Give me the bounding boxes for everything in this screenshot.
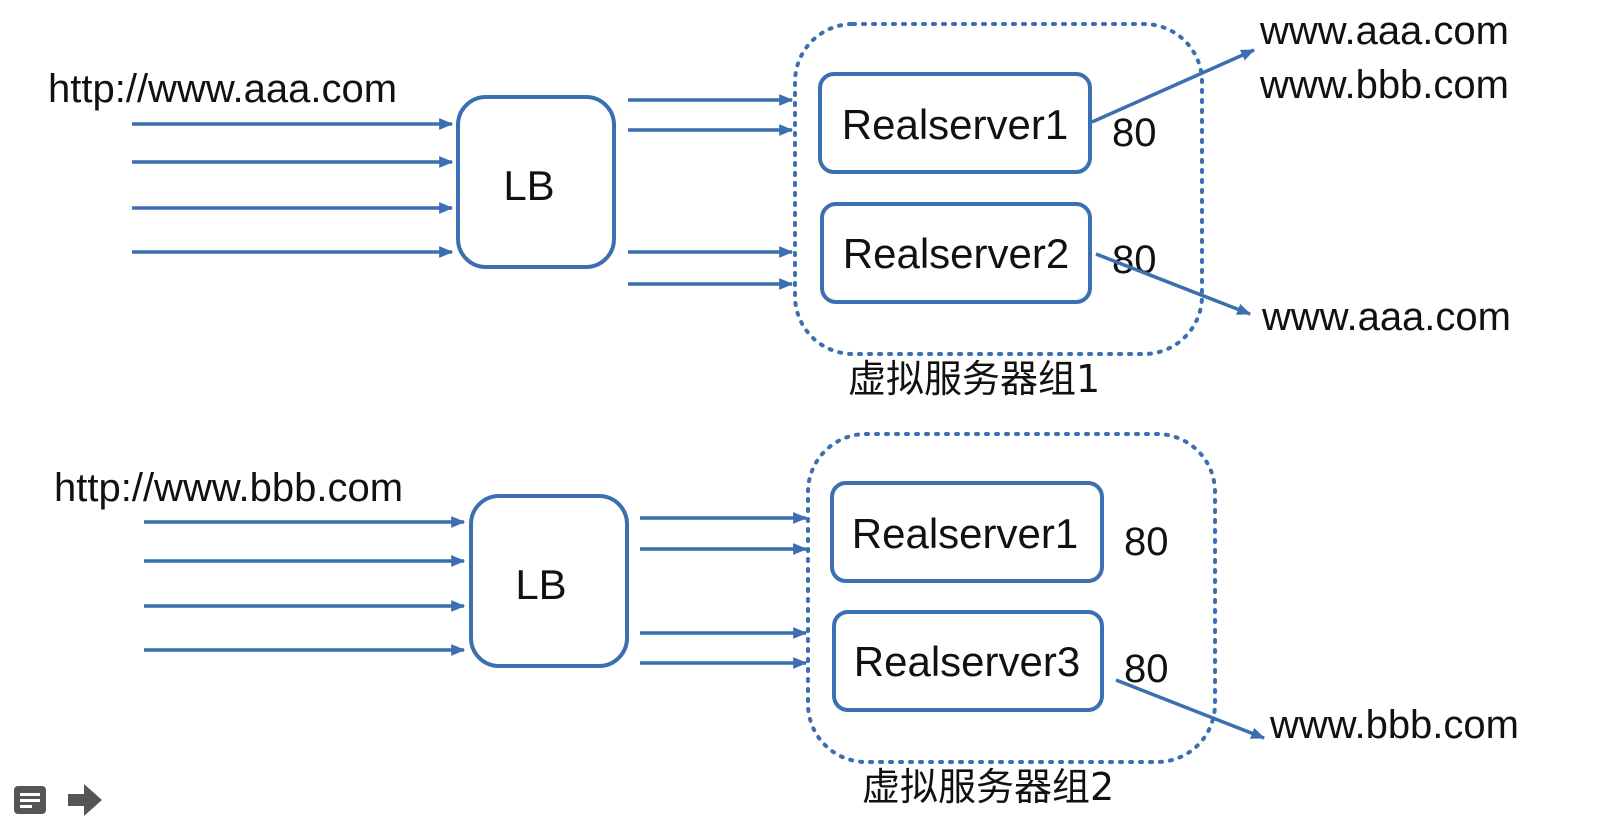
arrow-right-icon[interactable] [68, 784, 102, 816]
bottom-group-label: 虚拟服务器组2 [862, 765, 1114, 809]
bottom-lb-box [469, 494, 629, 668]
bottom-lb-to-server-arrows [640, 512, 808, 669]
top-realserver2-box [820, 202, 1092, 304]
top-request-url: http://www.aaa.com [48, 67, 397, 111]
bottom-lb-label: LB [515, 561, 566, 608]
top-realserver1-box [818, 72, 1092, 174]
bottom-realserver1-port: 80 [1124, 520, 1169, 564]
bottom-realserver3-label: Realserver3 [854, 638, 1080, 685]
top-incoming-arrows [132, 118, 454, 258]
top-section: http://www.aaa.com LB Realserver1 80 Rea… [48, 9, 1511, 401]
bottom-realserver1-box [830, 481, 1104, 583]
bottom-realserver3-port: 80 [1124, 647, 1169, 691]
top-lb-label: LB [503, 162, 554, 209]
top-server2-site-1: www.aaa.com [1261, 295, 1511, 339]
bottom-incoming-arrows [144, 516, 466, 656]
top-realserver1-port: 80 [1112, 111, 1157, 155]
top-server1-site-1: www.aaa.com [1259, 9, 1509, 53]
top-virtual-server-group [793, 22, 1204, 356]
notes-icon[interactable] [14, 786, 46, 814]
bottom-realserver3-box [832, 610, 1104, 712]
top-lb-box [456, 95, 616, 269]
bottom-section: http://www.bbb.com LB Realserver1 80 Rea… [54, 432, 1519, 809]
bottom-virtual-server-group [806, 432, 1217, 764]
bottom-realserver1-label: Realserver1 [852, 510, 1078, 557]
top-server1-site-arrow [1091, 48, 1256, 124]
top-group-label: 虚拟服务器组1 [848, 357, 1100, 401]
bottom-server3-site-1: www.bbb.com [1269, 703, 1519, 747]
bottom-request-url: http://www.bbb.com [54, 466, 403, 510]
top-lb-to-server-arrows [628, 94, 794, 290]
bottom-server3-site-arrow [1115, 678, 1266, 740]
top-realserver2-label: Realserver2 [843, 230, 1069, 277]
top-server2-site-arrow [1095, 252, 1252, 316]
top-server1-site-2: www.bbb.com [1259, 63, 1509, 107]
top-realserver1-label: Realserver1 [842, 101, 1068, 148]
